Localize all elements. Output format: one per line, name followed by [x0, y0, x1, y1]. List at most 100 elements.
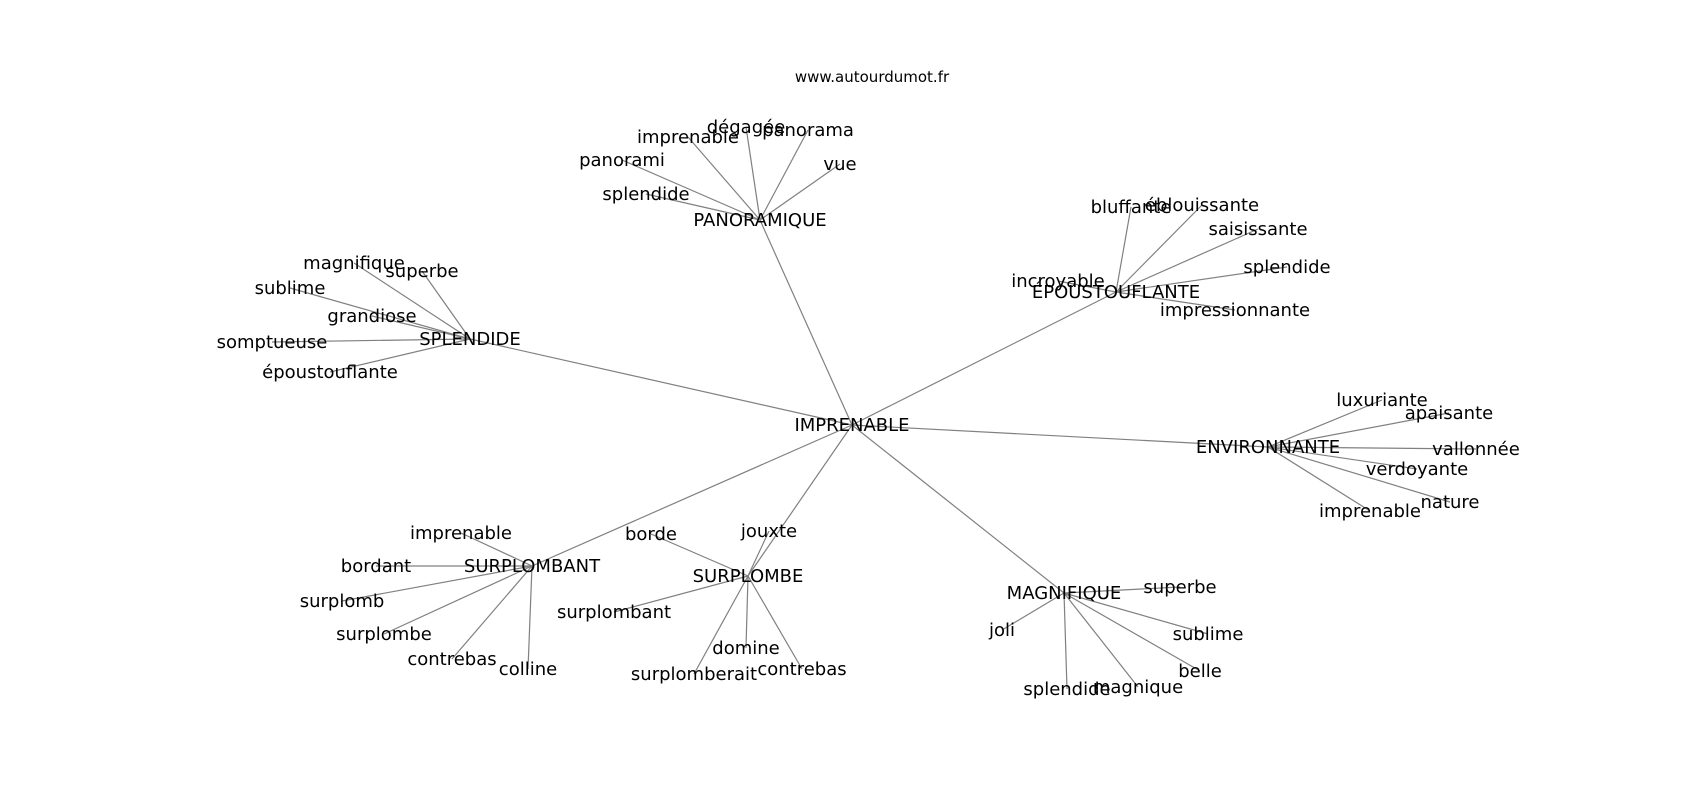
edge-panoramique-panorami — [621, 159, 761, 221]
edge-epoustouflante-incroyable — [1057, 280, 1117, 293]
edge-surplombant-surplomb — [341, 565, 533, 602]
edge-splendide-superbe — [421, 270, 471, 340]
leaf-node-splendide: splendide — [1243, 257, 1330, 278]
leaf-node-surplombant: surplombant — [557, 602, 671, 623]
leaf-node-surplomberait: surplomberait — [631, 664, 757, 685]
edge-root-magnifique — [851, 424, 1065, 594]
leaf-node-nature: nature — [1421, 492, 1480, 513]
edge-root-environnante — [851, 424, 1269, 448]
hub-node-magnifique: MAGNIFIQUE — [1007, 583, 1122, 604]
leaf-node-panorama: panorama — [762, 120, 854, 141]
edge-magnifique-sublime — [1063, 592, 1209, 635]
edge-magnifique-splendide — [1063, 592, 1068, 690]
edge-environnante-imprenable — [1267, 446, 1371, 512]
leaf-node-splendide: splendide — [602, 184, 689, 205]
edge-splendide-sublime — [289, 287, 471, 340]
edge-root-epoustouflante — [851, 291, 1117, 426]
leaf-node-imprenable: imprenable — [637, 127, 739, 148]
leaf-node-jouxte: jouxte — [740, 521, 797, 542]
edge-splendide-somptueuse — [271, 338, 471, 343]
edge-magnifique-superbe — [1063, 586, 1181, 594]
leaf-node-domine: domine — [712, 638, 779, 659]
leaf-node-surplombe: surplombe — [336, 624, 432, 645]
edge-surplombe-surplombant — [613, 575, 749, 613]
leaf-node-imprenable: imprenable — [410, 523, 512, 544]
leaf-node-verdoyante: verdoyante — [1366, 459, 1468, 480]
leaf-node-epoustouflante: époustouflante — [262, 362, 398, 383]
leaf-node-somptueuse: somptueuse — [217, 332, 328, 353]
edge-surplombant-contrebas — [451, 565, 533, 660]
leaf-node-panorami: panorami — [579, 150, 665, 171]
leaf-node-colline: colline — [499, 659, 557, 680]
hub-node-panoramique: PANORAMIQUE — [693, 210, 826, 231]
edge-environnante-apaisante — [1267, 412, 1450, 448]
leaf-node-belle: belle — [1178, 661, 1222, 682]
leaf-node-impressionnante: impressionnante — [1160, 300, 1310, 321]
leaf-node-eblouissante: éblouissante — [1145, 195, 1259, 216]
leaf-node-saisissante: saisissante — [1208, 219, 1307, 240]
leaf-node-bordant: bordant — [341, 556, 411, 577]
edge-surplombe-borde — [650, 533, 749, 577]
leaf-node-sublime: sublime — [255, 278, 326, 299]
leaf-node-luxuriante: luxuriante — [1336, 390, 1427, 411]
hub-node-surplombant: SURPLOMBANT — [464, 556, 601, 577]
leaf-node-bluffante: bluffante — [1091, 197, 1172, 218]
edge-root-surplombant — [531, 424, 853, 567]
leaf-node-magnifique: magnifique — [303, 253, 405, 274]
edge-environnante-vallonnee — [1267, 446, 1477, 450]
edge-epoustouflante-splendide — [1115, 266, 1288, 293]
edge-epoustouflante-impressionnante — [1115, 291, 1236, 311]
edge-magnifique-joli — [1001, 592, 1065, 631]
leaf-node-vallonnee: vallonnée — [1432, 439, 1520, 460]
edge-environnante-verdoyante — [1267, 446, 1418, 470]
edge-splendide-epoustouflante — [329, 338, 471, 373]
edge-surplombant-surplombe — [383, 565, 533, 635]
edge-splendide-magnifique — [353, 262, 471, 340]
leaf-node-splendide: splendide — [1023, 679, 1110, 700]
edge-environnante-nature — [1267, 446, 1451, 503]
edge-epoustouflante-eblouissante — [1115, 204, 1203, 293]
edge-panoramique-panorama — [759, 129, 809, 221]
edge-environnante-luxuriante — [1267, 399, 1383, 448]
leaf-node-degagee: dégagée — [707, 117, 786, 138]
edge-root-surplombe — [747, 424, 853, 577]
graph-labels: www.autourdumot.fr IMPRENABLE PANORAMIQUE… — [217, 68, 1520, 700]
edge-magnifique-belle — [1063, 592, 1201, 672]
edge-panoramique-vue — [759, 163, 841, 221]
edge-panoramique-splendide — [645, 193, 761, 221]
leaf-node-incroyable: incroyable — [1011, 271, 1105, 292]
edge-panoramique-imprenable — [687, 136, 761, 221]
leaf-node-vue: vue — [823, 154, 856, 175]
leaf-node-surplomb: surplomb — [300, 591, 385, 612]
edge-surplombe-surplomberait — [693, 575, 749, 675]
edge-surplombe-domine — [745, 575, 749, 649]
edge-surplombant-colline — [527, 565, 533, 670]
edge-magnifique-magnique — [1063, 592, 1139, 688]
edge-epoustouflante-bluffante — [1115, 206, 1132, 293]
leaf-node-superbe: superbe — [1143, 577, 1216, 598]
edge-surplombe-jouxte — [747, 530, 770, 577]
leaf-node-imprenable: imprenable — [1319, 501, 1421, 522]
edge-surplombe-contrebas — [747, 575, 803, 670]
hub-node-environnante: ENVIRONNANTE — [1196, 437, 1340, 458]
leaf-node-sublime: sublime — [1173, 624, 1244, 645]
hub-node-surplombe: SURPLOMBE — [693, 566, 804, 587]
hub-node-epoustouflante: ÉPOUSTOUFLANTE — [1032, 281, 1200, 303]
edge-root-panoramique — [759, 219, 853, 426]
edge-epoustouflante-saisissante — [1115, 228, 1259, 293]
edge-splendide-grandiose — [371, 315, 471, 340]
hub-node-splendide: SPLENDIDE — [419, 329, 521, 350]
edge-panoramique-degagee — [745, 126, 761, 221]
leaf-node-superbe: superbe — [385, 261, 458, 282]
leaf-node-magnique: magnique — [1093, 677, 1183, 698]
leaf-node-borde: borde — [625, 524, 677, 545]
edge-root-splendide — [469, 338, 853, 426]
graph-edges — [271, 126, 1477, 690]
root-node-label: IMPRENABLE — [794, 415, 909, 436]
leaf-node-apaisante: apaisante — [1405, 403, 1493, 424]
site-watermark: www.autourdumot.fr — [795, 68, 950, 86]
leaf-node-grandiose: grandiose — [327, 306, 416, 327]
edge-surplombant-imprenable — [460, 532, 533, 567]
leaf-node-contrebas: contrebas — [757, 659, 846, 680]
